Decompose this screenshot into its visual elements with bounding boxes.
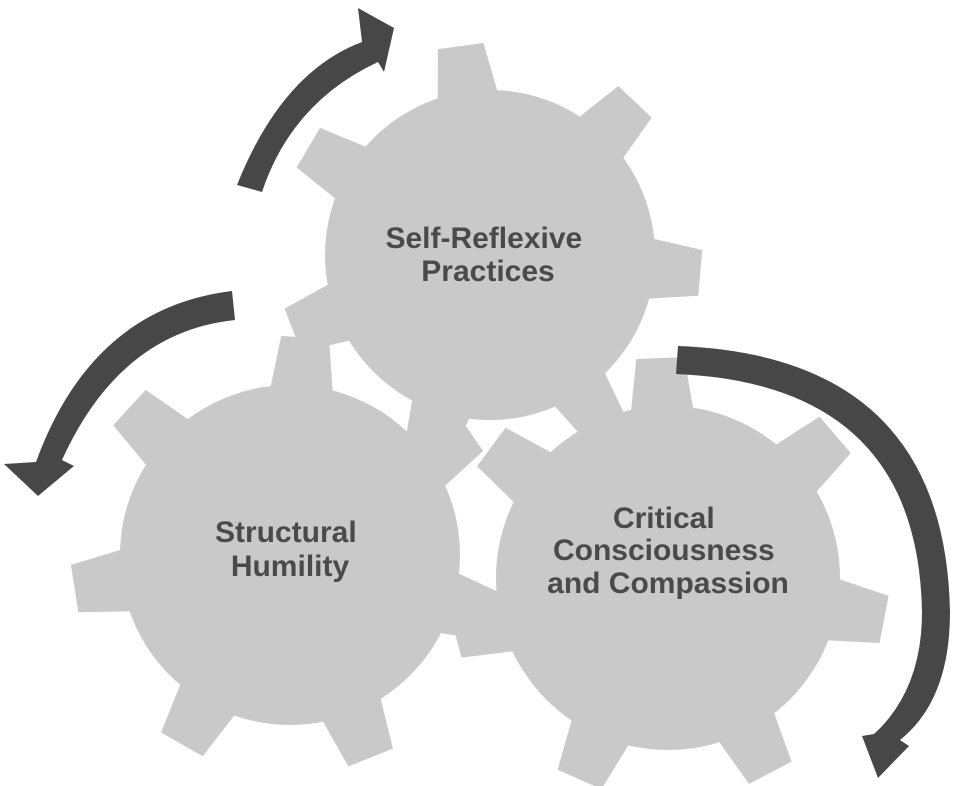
arrow-left <box>4 291 235 496</box>
gear-structural-line-2: Humility <box>231 550 350 583</box>
arrow-right <box>676 346 950 778</box>
gear-structural-label: Structural Humility <box>215 516 365 583</box>
gear-structural-body <box>120 385 460 725</box>
gear-self-reflexive-label: Self-Reflexive Practices <box>385 222 590 288</box>
gear-critical-line-3: and Compassion <box>547 567 789 600</box>
gear-structural-line-1: Structural <box>215 516 357 549</box>
gear-tooth <box>161 678 239 757</box>
gear-critical-line-2: Consciousness <box>553 534 775 567</box>
gear-critical-line-1: Critical <box>613 502 715 535</box>
gear-critical-label: Critical Consciousness and Compassion <box>547 502 789 600</box>
gear-tooth <box>113 389 194 471</box>
gear-tooth <box>477 427 557 508</box>
gear-tooth <box>641 237 703 300</box>
gear-tooth <box>269 335 334 398</box>
gear-self-reflexive-body <box>325 90 655 420</box>
gear-tooth <box>296 127 373 203</box>
gear-tooth <box>437 42 500 106</box>
gear-structural: Structural Humility <box>70 335 506 767</box>
arrow-top <box>237 8 394 192</box>
gear-tooth <box>403 411 484 491</box>
gear-critical-body <box>496 406 840 750</box>
gear-self-reflexive-line-1: Self-Reflexive <box>385 222 582 255</box>
gear-tooth <box>770 416 851 497</box>
gear-tooth <box>715 706 792 784</box>
gear-tooth <box>574 85 652 164</box>
gear-self-reflexive-line-2: Practices <box>421 255 554 288</box>
gear-critical: Critical Consciousness and Compassion <box>449 357 889 786</box>
